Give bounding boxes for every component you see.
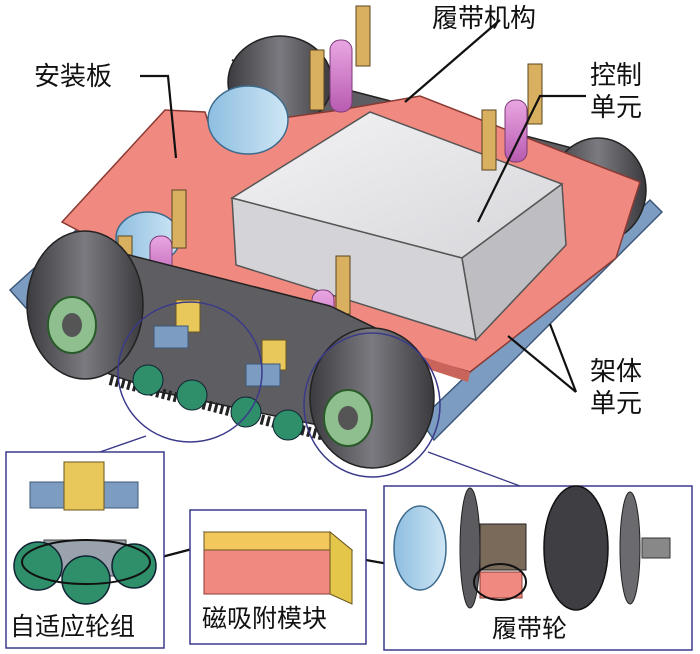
inset-magnetic-module [189,509,367,645]
label-track-wheel: 履带轮 [492,614,568,643]
callout-circle-track-wheel [303,332,441,478]
slider-bracket-5 [171,189,187,249]
front-hub-right-center [338,406,358,430]
label-magnetic-module: 磁吸附模块 [202,604,328,633]
track-wheel-callout-ellipse [473,563,527,601]
magnet-band [203,531,331,551]
leader-frame-unit-2 [548,323,578,393]
label-frame-unit-line1: 架体 [590,357,643,387]
track-wheel-outer-disk [619,491,641,605]
inset-track-wheel [383,485,693,651]
track-wheel-hub-blue [393,505,447,591]
inset-adaptive-wheel-group [5,451,165,649]
suspension-bracket-2 [245,363,281,387]
under-wheels [132,364,304,441]
under-wheel-3 [230,396,262,428]
front-hub-left-center [62,313,82,337]
label-control-unit-line1: 控制 [590,61,643,91]
label-adaptive-wheel-group: 自适应轮组 [10,612,136,641]
slider-bracket-4 [481,109,497,171]
callout-link-left [99,435,147,453]
inset-wheel-left [13,541,63,591]
label-control-unit: 控制 单元 [590,60,642,124]
label-control-unit-line2: 单元 [590,93,643,123]
motor-housing [207,85,289,155]
track-wheel-toothed-drum [543,485,609,611]
robot-assembly [8,5,664,478]
pink-shaft-2 [504,99,528,163]
pink-shaft-1 [329,39,353,113]
control-box-side [461,182,567,342]
leader-mounting-plate [140,74,178,159]
label-mounting-plate: 安装板 [34,62,113,92]
track-wheel-magnet [479,571,523,599]
slider-bracket-3 [527,63,543,125]
leader-frame-unit-1 [507,335,577,393]
label-frame-unit-line2: 单元 [590,389,643,419]
under-wheel-1 [132,364,164,396]
inset-wheel-right [111,543,157,589]
callout-circle-wheel-group [117,301,263,443]
track-wheel-axle [641,537,671,559]
leader-control-unit [477,94,586,223]
under-wheel-4 [272,409,304,441]
inset-wheel-center [61,555,111,605]
under-wheel-2 [176,379,208,411]
inset-spring [63,461,105,511]
label-track-mechanism: 履带机构 [432,4,537,34]
slider-bracket-1 [355,5,371,67]
track-wheel-bracket [479,523,527,571]
label-frame-unit: 架体 单元 [590,356,642,420]
slider-bracket-7 [335,255,351,315]
callout-link-right [427,451,521,487]
slider-bracket-2 [309,49,325,111]
leader-track-mechanism [404,19,501,103]
suspension-bracket-1 [153,325,189,349]
inset-callout-ellipse [21,539,151,585]
magnet-side [329,530,353,605]
